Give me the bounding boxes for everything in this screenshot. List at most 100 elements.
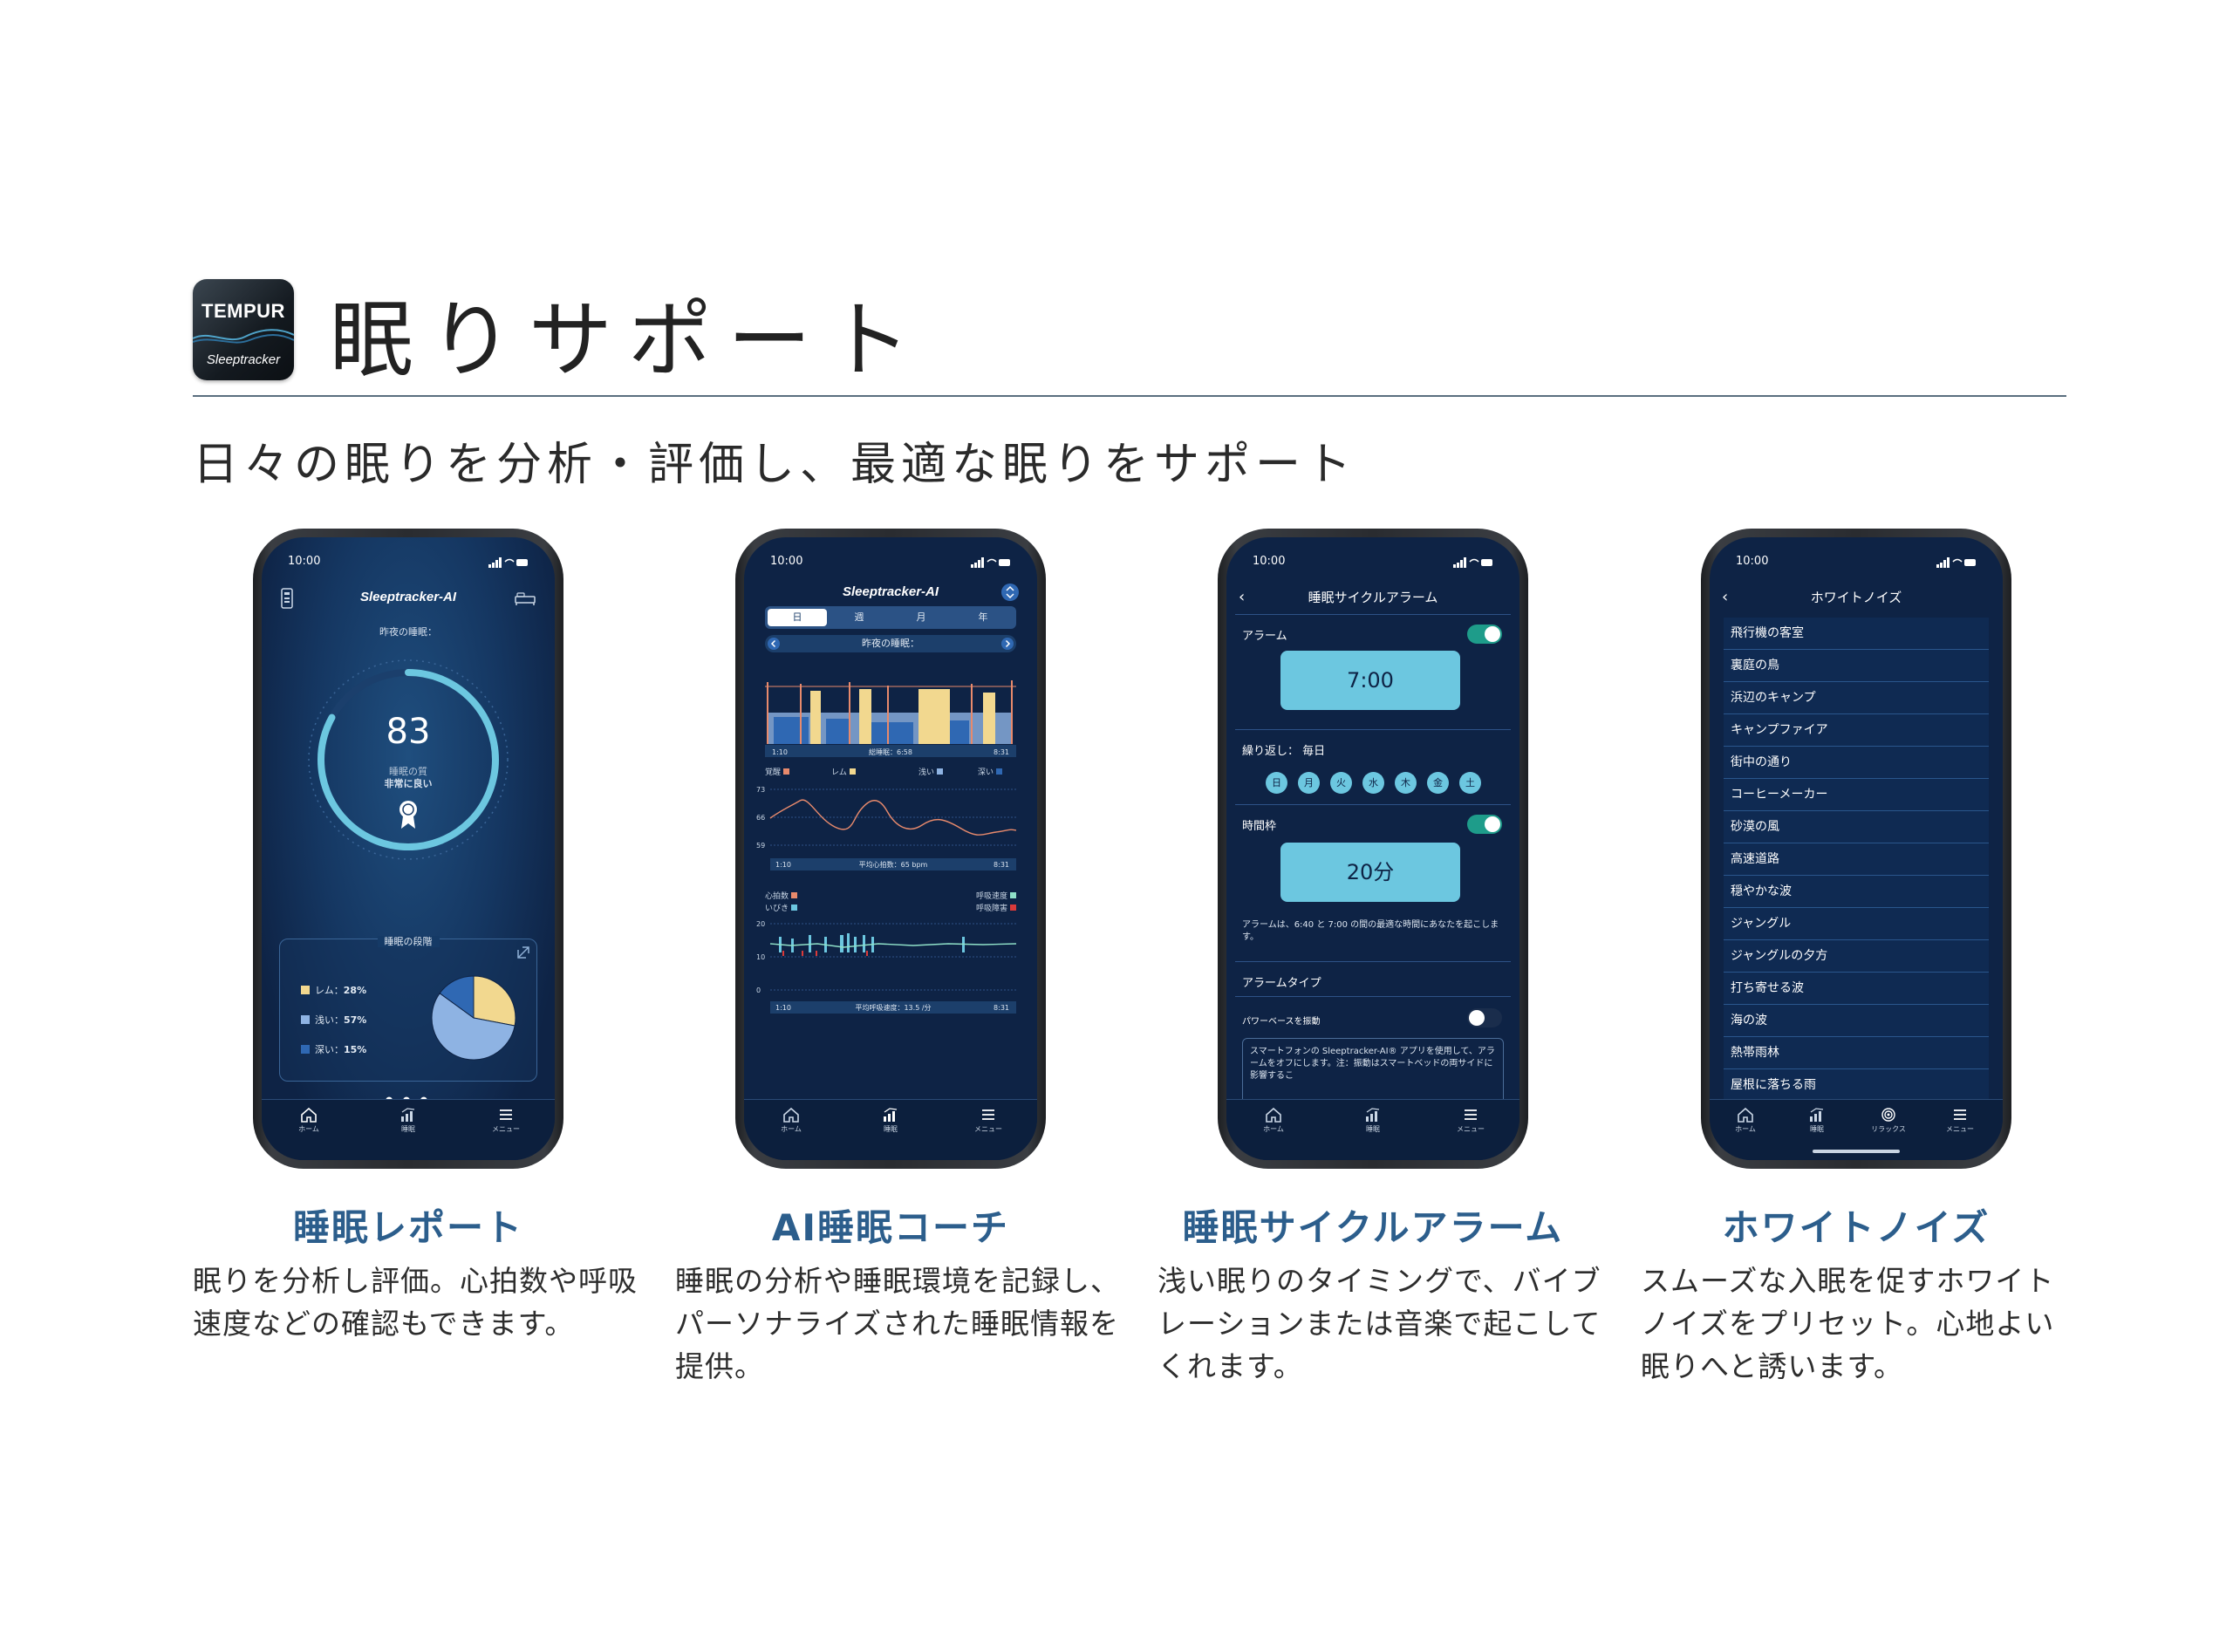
status-icons	[488, 557, 528, 568]
sound-item[interactable]: ジャングルの夕方	[1724, 940, 1989, 973]
window-label: 時間枠	[1242, 820, 1277, 833]
nav-home[interactable]: ホーム	[274, 1107, 344, 1134]
nav-menu[interactable]: メニュー	[1928, 1107, 1992, 1134]
home-indicator	[1813, 1150, 1900, 1153]
hr-y-bottom: 59	[756, 842, 765, 850]
screen-ai-coach: 10:00 Sleeptracker-AI 日 週 月 年 昨夜の睡眠：	[744, 537, 1037, 1160]
nav-home[interactable]: ホーム	[1713, 1107, 1778, 1134]
sleep-chart-icon	[1366, 1108, 1380, 1122]
sound-item[interactable]: ジャングル	[1724, 908, 1989, 940]
sound-item[interactable]: 熱帯雨林	[1724, 1037, 1989, 1069]
pie-slice-0	[473, 975, 516, 1027]
sound-item[interactable]: キャンプファイア	[1724, 714, 1989, 747]
vibration-label: パワーベースを振動	[1242, 1017, 1321, 1027]
sound-item[interactable]: 砂漠の風	[1724, 811, 1989, 843]
tab-month[interactable]: 月	[916, 611, 926, 623]
title-divider	[193, 395, 2066, 397]
back-chevron-icon[interactable]: ‹	[1722, 588, 1729, 606]
legend-deep: 深い	[978, 766, 1003, 777]
sound-item[interactable]: 打ち寄せる波	[1724, 973, 1989, 1005]
legend-breathing-disorder: 呼吸障害	[976, 902, 1016, 913]
caption-text-sleep-report: 眠りを分析し評価。心拍数や呼吸速度などの確認もできます。	[193, 1264, 638, 1341]
sort-icon[interactable]	[1000, 583, 1020, 602]
day-mon[interactable]: 月	[1298, 772, 1320, 794]
tab-day[interactable]: 日	[768, 609, 827, 626]
logo-brand-text: TEMPUR	[201, 300, 285, 322]
caption-title-white-noise: ホワイトノイズ	[1722, 1206, 1991, 1249]
hypnogram-bars	[767, 680, 1013, 744]
period-tabs: 日 週 月 年	[765, 606, 1016, 629]
nav-home[interactable]: ホーム	[1239, 1107, 1308, 1134]
nav-home[interactable]: ホーム	[756, 1107, 826, 1134]
nav-sleep[interactable]: 睡眠	[1785, 1107, 1849, 1134]
sound-item[interactable]: 屋根に落ちる雨	[1724, 1069, 1989, 1102]
divider	[1235, 804, 1511, 805]
nav-sleep[interactable]: 睡眠	[1338, 1107, 1408, 1134]
day-sat[interactable]: 土	[1459, 772, 1481, 794]
nav-sleep[interactable]: 睡眠	[373, 1107, 443, 1134]
last-night-label: 昨夜の睡眠：	[379, 626, 437, 638]
hr-y-top: 73	[756, 786, 765, 794]
prev-arrow-icon[interactable]	[767, 637, 781, 651]
sound-item[interactable]: 飛行機の客室	[1724, 618, 1989, 650]
alarm-time-button[interactable]: 7:00	[1280, 651, 1460, 710]
nav-menu[interactable]: メニュー	[953, 1107, 1023, 1134]
next-arrow-icon[interactable]	[1000, 637, 1014, 651]
br-y-top: 20	[756, 920, 765, 928]
br-start: 1:10	[775, 1004, 791, 1012]
home-icon	[301, 1107, 317, 1123]
pie-slice-2	[439, 975, 475, 1019]
window-toggle[interactable]	[1467, 815, 1502, 834]
sleep-stage-pie	[431, 975, 516, 1061]
hr-start: 1:10	[775, 861, 791, 869]
alarm-toggle[interactable]	[1467, 625, 1502, 644]
nav-relax[interactable]: リラックス	[1856, 1107, 1921, 1134]
breathing-chart: 20 10 0 1:10 平均呼吸速度：13.5 /分 8:31	[756, 920, 1016, 1014]
bottom-nav: ホーム 睡眠 メニュー	[262, 1099, 555, 1160]
sound-item[interactable]: 裏庭の鳥	[1724, 650, 1989, 682]
day-fri[interactable]: 金	[1427, 772, 1449, 794]
day-sun[interactable]: 日	[1266, 772, 1287, 794]
sound-item[interactable]: 高速道路	[1724, 843, 1989, 876]
sound-item[interactable]: 海の波	[1724, 1005, 1989, 1037]
sound-item[interactable]: コーヒーメーカー	[1724, 779, 1989, 811]
quality-value: 非常に良い	[384, 778, 433, 789]
tab-year[interactable]: 年	[978, 611, 988, 623]
nav-menu[interactable]: メニュー	[1436, 1107, 1506, 1134]
alarm-type-label: アラームタイプ	[1242, 977, 1321, 990]
relax-icon	[1881, 1108, 1895, 1122]
nav-sleep[interactable]: 睡眠	[856, 1107, 925, 1134]
award-ribbon-icon	[399, 801, 417, 829]
legend-rem: レム	[831, 766, 856, 777]
sleep-stages-card[interactable]: 睡眠の段階 レム：28% 浅い：57% 深い：15%	[279, 936, 537, 1082]
sound-item[interactable]: 浜辺のキャンプ	[1724, 682, 1989, 714]
hr-average: 平均心拍数：65 bpm	[859, 860, 928, 869]
day-thu[interactable]: 木	[1395, 772, 1417, 794]
sound-item[interactable]: 街中の通り	[1724, 747, 1989, 779]
sleep-score-value: 83	[386, 712, 431, 752]
expand-icon[interactable]	[517, 946, 529, 959]
back-chevron-icon[interactable]: ‹	[1239, 588, 1246, 606]
caption-text-ai-coach: 睡眠の分析や睡眠環境を記録し、パーソナライズされた睡眠情報を提供。	[675, 1264, 1120, 1383]
menu-icon	[1465, 1109, 1477, 1120]
vibration-toggle[interactable]	[1467, 1008, 1502, 1027]
page-subtitle: 日々の眠りを分析・評価し、最適な眠りをサポート	[193, 439, 1357, 491]
bottom-nav: ホーム 睡眠 リラックス メニュー	[1710, 1099, 2003, 1160]
legend-light: 浅い	[918, 766, 944, 777]
day-wed[interactable]: 水	[1362, 772, 1384, 794]
remote-icon[interactable]	[281, 588, 293, 609]
score-progress-arc	[318, 669, 499, 850]
tempur-sleeptracker-logo: TEMPUR Sleeptracker	[193, 279, 294, 380]
status-bar: 10:00	[770, 555, 1011, 572]
br-y-bottom: 0	[756, 986, 761, 994]
window-duration-button[interactable]: 20分	[1280, 843, 1460, 902]
bed-icon[interactable]	[515, 591, 536, 605]
sound-item[interactable]: 穏やかな波	[1724, 876, 1989, 908]
day-tue[interactable]: 火	[1330, 772, 1352, 794]
sound-list: 飛行機の客室 裏庭の鳥 浜辺のキャンプ キャンプファイア 街中の通り コーヒーメ…	[1724, 618, 1989, 1102]
screen-sleep-report: 10:00 Sleeptracker-AI 昨夜の睡眠： 83 睡眠の質 非常に…	[262, 537, 555, 1160]
tab-week[interactable]: 週	[854, 611, 864, 623]
nav-menu[interactable]: メニュー	[471, 1107, 541, 1134]
divider	[1235, 729, 1511, 730]
